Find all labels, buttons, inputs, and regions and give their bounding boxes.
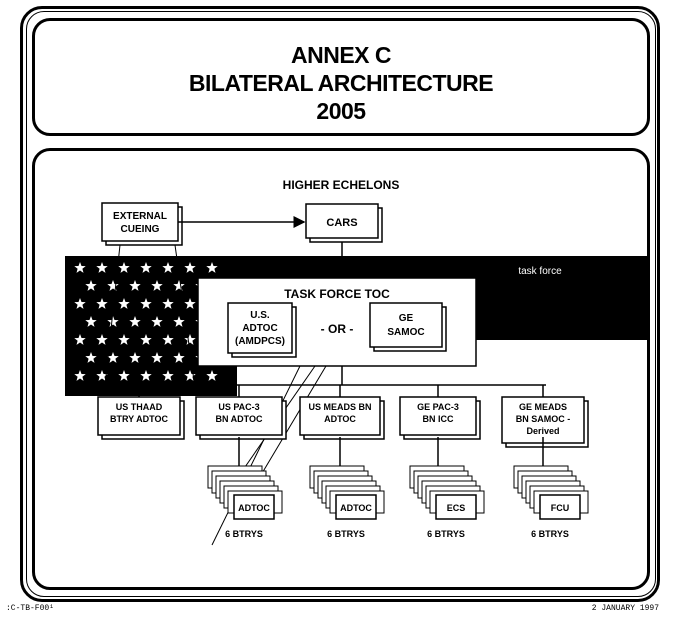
- ge-samoc-box: [369, 302, 443, 348]
- flag-star: [74, 262, 86, 273]
- battery-label: ECS: [447, 503, 466, 513]
- flag-star: [107, 280, 119, 291]
- annex-title: ANNEX C: [290, 42, 392, 68]
- battalion-box: [97, 396, 181, 436]
- flag-star: [162, 298, 174, 309]
- battalion-label: ADTOC: [324, 414, 356, 424]
- battalion-label: BN SAMOC -: [516, 414, 571, 424]
- outer-frame: [20, 6, 660, 602]
- battery-label: ADTOC: [238, 503, 270, 513]
- flag-star: [140, 334, 152, 345]
- battalion-label: US THAAD: [116, 402, 163, 412]
- battalion-label: BTRY ADTOC: [110, 414, 169, 424]
- footer-date: 2 JANUARY 1997: [591, 604, 659, 613]
- flag-star: [85, 280, 97, 291]
- battalion-label: GE PAC-3: [417, 402, 459, 412]
- battery-label: ADTOC: [340, 503, 372, 513]
- flag-star: [206, 262, 218, 273]
- battery-label: FCU: [551, 503, 570, 513]
- title-panel: ANNEX C BILATERAL ARCHITECTURE 2005: [32, 18, 650, 136]
- battery-box: [435, 494, 477, 520]
- flag-star: [96, 334, 108, 345]
- battery-box: [335, 494, 377, 520]
- us-adtoc-line3: (AMDPCS): [235, 336, 285, 347]
- flag-star: [74, 298, 86, 309]
- flag-star: [96, 298, 108, 309]
- flag-star: [85, 316, 97, 327]
- flag-star: [173, 316, 185, 327]
- flag-star: [184, 262, 196, 273]
- ge-samoc-line2: SAMOC: [387, 327, 424, 338]
- higher-echelons-label: HIGHER ECHELONS: [283, 178, 400, 192]
- battalion-box: [195, 396, 283, 436]
- flag-star: [162, 262, 174, 273]
- flag-star: [162, 370, 174, 381]
- battalion-label: BN ADTOC: [216, 414, 264, 424]
- flag-star: [107, 316, 119, 327]
- flag-star: [140, 370, 152, 381]
- battery-count: 6 BTRYS: [531, 529, 569, 539]
- flag-star: [129, 352, 141, 363]
- flag-star: [96, 262, 108, 273]
- flag-star: [184, 298, 196, 309]
- or-label: - OR -: [321, 322, 354, 336]
- flag-star: [140, 262, 152, 273]
- battalion-label: BN ICC: [423, 414, 454, 424]
- battalion-label: US MEADS BN: [308, 402, 371, 412]
- cars-box: [305, 203, 379, 239]
- battalion-row: US THAAD BTRY ADTOC US PAC-3 BN ADTOC US MEA…: [97, 385, 589, 448]
- flag-star: [118, 262, 130, 273]
- flag-star: [74, 370, 86, 381]
- flag-star: [107, 352, 119, 363]
- battalion-box: [399, 396, 477, 436]
- flag-star: [85, 352, 97, 363]
- flag-star: [74, 334, 86, 345]
- cars-label: CARS: [326, 217, 357, 229]
- flag-star: [118, 334, 130, 345]
- flag-star: [129, 316, 141, 327]
- us-adtoc-line2: ADTOC: [242, 323, 277, 334]
- battery-box: [233, 494, 275, 520]
- battery-count: 6 BTRYS: [427, 529, 465, 539]
- flag-star: [129, 280, 141, 291]
- battalion-label: Derived: [526, 426, 559, 436]
- flag-star: [140, 298, 152, 309]
- flag-star: [151, 316, 163, 327]
- battalion-box: [299, 396, 381, 436]
- us-adtoc-line1: U.S.: [250, 310, 270, 321]
- flag-star: [184, 370, 196, 381]
- task-force-toc-label: TASK FORCE TOC: [284, 287, 390, 301]
- battery-box: [539, 494, 581, 520]
- flag-star: [162, 334, 174, 345]
- footer-doc-id: :C-TB-F00¹: [6, 604, 55, 613]
- us-adtoc-box: [227, 302, 293, 354]
- year-title: 2005: [316, 98, 366, 124]
- flag-label: task force: [518, 266, 562, 277]
- flag-star: [173, 352, 185, 363]
- battalion-label: US PAC-3: [218, 402, 259, 412]
- battalion-box: [501, 396, 585, 444]
- battalion-label: GE MEADS: [519, 402, 567, 412]
- flag-star: [184, 334, 196, 345]
- flag-star: [118, 298, 130, 309]
- battery-count: 6 BTRYS: [327, 529, 365, 539]
- outer-frame-inner: [26, 11, 656, 597]
- ge-samoc-line1: GE: [399, 313, 414, 324]
- battery-row: ADTOC 6 BTRYS ADTOC 6 BTRYS ECS 6 BTRYS FCU 6 B…: [207, 437, 589, 539]
- flag-star: [151, 352, 163, 363]
- architecture-title: BILATERAL ARCHITECTURE: [188, 70, 494, 96]
- external-cueing-line2: CUEING: [121, 224, 160, 235]
- flag-star: [173, 280, 185, 291]
- flag-star: [151, 280, 163, 291]
- flag-star: [96, 370, 108, 381]
- flag-stripe-top: [237, 256, 429, 278]
- external-cueing-line1: EXTERNAL: [113, 211, 167, 222]
- flag-star: [118, 370, 130, 381]
- flag-star: [206, 370, 218, 381]
- battery-count: 6 BTRYS: [225, 529, 263, 539]
- diagram-panel: [32, 148, 650, 590]
